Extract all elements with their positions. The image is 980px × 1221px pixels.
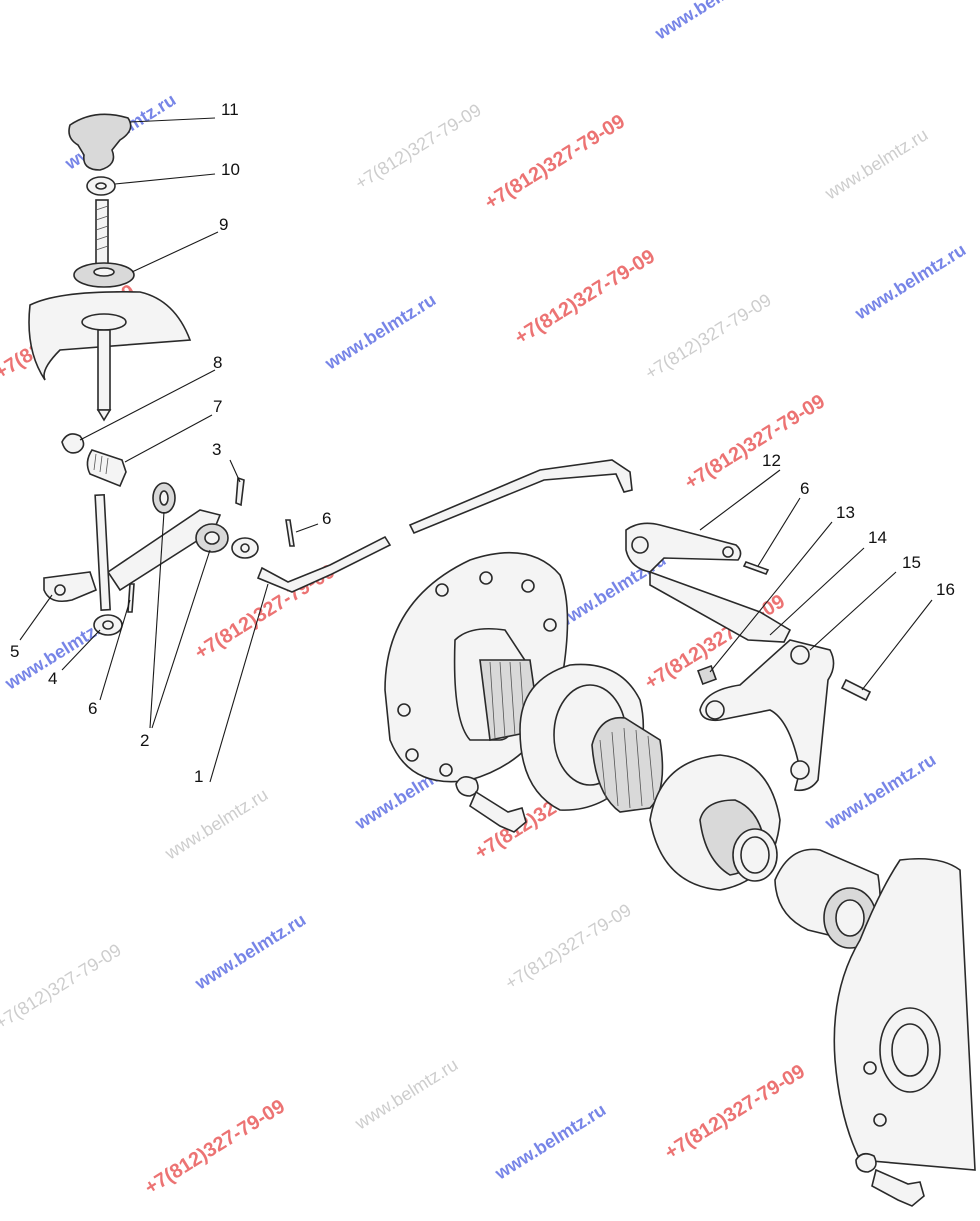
callout-15: 15 — [902, 553, 921, 572]
linkage-assembly — [43, 433, 633, 636]
watermark-phone: +7(812)327-79-09 — [661, 1060, 809, 1164]
bolt-bottom — [871, 1168, 925, 1207]
cotter-pin-6a — [127, 583, 135, 613]
callout-6-right: 6 — [800, 479, 809, 498]
callout-4: 4 — [48, 669, 57, 688]
watermark-ghost: www.belmtz.ru — [161, 784, 272, 864]
watermark-ghost: +7(812)327-79-09 — [502, 900, 635, 994]
callout-14: 14 — [868, 528, 887, 547]
watermark-site: www.belmtz.ru — [491, 1099, 610, 1183]
nut-hole — [95, 182, 107, 190]
callout-11: 11 — [221, 100, 239, 119]
callout-12: 12 — [762, 451, 781, 470]
watermark-ghost: +7(812)327-79-09 — [352, 100, 485, 194]
watermark-ghost: www.belmtz.ru — [821, 124, 932, 204]
fork-arm — [649, 570, 792, 643]
callout-13: 13 — [836, 503, 855, 522]
watermark-ghost: +7(812)327-79-09 — [642, 290, 775, 384]
callout-10: 10 — [221, 160, 240, 179]
bolt-part — [469, 790, 527, 833]
watermark-ghost: www.belmtz.ru — [351, 1054, 462, 1134]
watermark-site: www.belmtz.ru — [851, 239, 970, 323]
callout-8: 8 — [213, 353, 222, 372]
vertical-link — [94, 493, 111, 611]
callout-3: 3 — [212, 440, 221, 459]
gasket-hole — [93, 267, 115, 277]
circlip-small — [455, 776, 479, 797]
spur-gear — [591, 716, 664, 813]
callout-6-middle: 6 — [322, 509, 331, 528]
watermark-phone: +7(812)327-79-09 — [511, 245, 659, 349]
watermark-ghost: +7(812)327-79-09 — [0, 940, 125, 1034]
fork-lever-part — [625, 522, 742, 573]
knob-part — [68, 113, 132, 171]
callout-6-left: 6 — [88, 699, 97, 718]
watermark-phone: +7(812)327-79-09 — [141, 1095, 289, 1199]
lever-part — [106, 509, 222, 592]
circlip-part — [61, 433, 85, 454]
callout-1: 1 — [194, 767, 203, 786]
leader-lines — [19, 117, 933, 783]
circlip-bottom — [855, 1152, 877, 1173]
callout-labels: 11 10 9 8 7 3 6 5 4 6 2 1 12 6 13 14 15 … — [10, 100, 955, 786]
shift-fork-part — [699, 639, 835, 792]
callout-16: 16 — [936, 580, 955, 599]
bracket-part — [43, 571, 97, 603]
cotter-pin-6b — [285, 519, 295, 547]
watermark-phone: +7(812)327-79-09 — [481, 110, 629, 214]
connecting-rod-long — [408, 459, 633, 535]
callout-7: 7 — [213, 397, 222, 416]
watermark-site: www.belmtz.ru — [651, 0, 770, 44]
watermark-site: www.belmtz.ru — [191, 909, 310, 993]
shift-rod-lower — [97, 329, 111, 411]
gearbox-parts — [384, 551, 976, 1207]
callout-5: 5 — [10, 642, 19, 661]
cotter-pin-3 — [235, 476, 245, 507]
fork-assembly — [625, 522, 872, 792]
threaded-rod — [95, 199, 109, 271]
cotter-pin-6c — [742, 561, 770, 575]
shift-knob-assembly — [28, 113, 192, 422]
connecting-rod-1 — [256, 535, 392, 593]
callout-2: 2 — [140, 731, 149, 750]
watermark-site: www.belmtz.ru — [321, 289, 440, 373]
pin-16 — [840, 678, 872, 702]
watermark-site: www.belmtz.ru — [821, 749, 940, 833]
callout-9: 9 — [219, 215, 228, 234]
